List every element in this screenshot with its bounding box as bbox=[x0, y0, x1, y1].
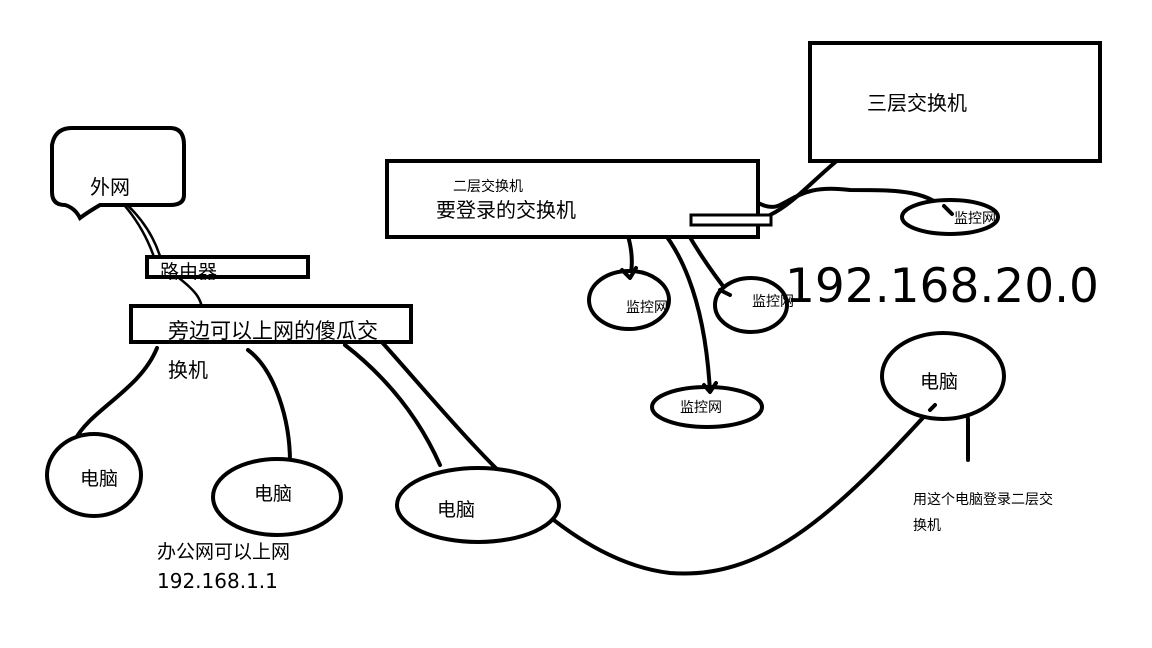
pc-3-label: 电脑 bbox=[437, 499, 475, 521]
camera-1 bbox=[587, 269, 671, 331]
admin-arrow-tip bbox=[928, 403, 937, 412]
l3-switch-label: 三层交换机 bbox=[867, 91, 967, 115]
dumb-switch-box bbox=[129, 304, 413, 344]
pc-3 bbox=[395, 466, 561, 544]
camera-2-arrow bbox=[718, 288, 732, 297]
camera-3-label: 监控网 bbox=[680, 400, 722, 416]
camera-4-label: 监控网 bbox=[954, 211, 996, 227]
pc-1 bbox=[45, 432, 143, 518]
dumb-switch-label-2: 换机 bbox=[168, 358, 208, 382]
link-switch-pc2 bbox=[246, 348, 292, 464]
camera-1-label: 监控网 bbox=[626, 300, 668, 316]
link-switch-admin-pc bbox=[378, 338, 932, 576]
router-label: 路由器 bbox=[160, 261, 217, 283]
pc-1-label: 电脑 bbox=[80, 468, 118, 490]
l2-switch-type: 二层交换机 bbox=[453, 178, 523, 195]
link-l2-camera4 bbox=[743, 186, 952, 217]
pc-admin-label: 电脑 bbox=[920, 371, 958, 393]
camera-2-label: 监控网 bbox=[752, 294, 794, 310]
camera-4-arrow bbox=[942, 204, 954, 216]
internet-node: 外网 bbox=[50, 126, 186, 222]
router-box bbox=[145, 255, 310, 279]
pc-admin bbox=[880, 331, 1006, 421]
camera-2 bbox=[713, 276, 789, 334]
office-ip: 192.168.1.1 bbox=[157, 569, 278, 593]
dumb-switch-label-1: 旁边可以上网的傻瓜交 bbox=[168, 319, 378, 343]
camera-subnet: 192.168.20.0 bbox=[785, 259, 1099, 314]
link-switch-pc1 bbox=[73, 346, 159, 442]
pc-2-label: 电脑 bbox=[254, 483, 292, 505]
office-net-note: 办公网可以上网 bbox=[157, 541, 290, 563]
link-switch-pc3 bbox=[343, 343, 442, 467]
camera-4 bbox=[900, 198, 1000, 236]
l2-switch-port bbox=[689, 213, 773, 227]
cloud-shape bbox=[50, 126, 186, 222]
pc-2 bbox=[211, 457, 343, 537]
l3-switch-box bbox=[808, 41, 1102, 163]
l2-switch-name: 要登录的交换机 bbox=[436, 198, 576, 222]
admin-note-2: 换机 bbox=[913, 517, 941, 534]
admin-note-1: 用这个电脑登录二层交 bbox=[913, 491, 1053, 508]
l2-switch-box bbox=[385, 159, 760, 239]
camera-3-arrow bbox=[702, 381, 718, 394]
camera-1-arrow bbox=[620, 266, 638, 280]
internet-label: 外网 bbox=[90, 175, 130, 199]
